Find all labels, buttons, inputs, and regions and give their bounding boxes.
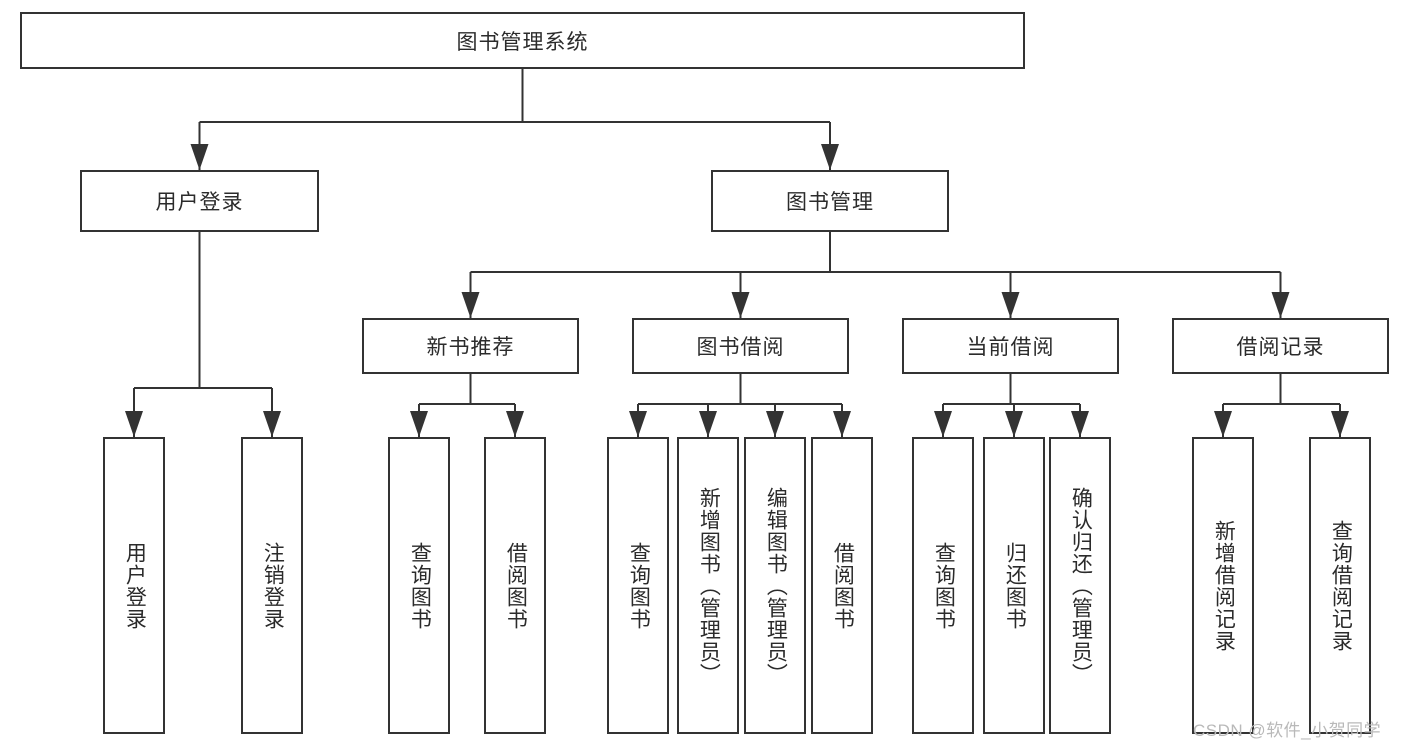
node-leaf-add-borrow-record[interactable]: 新增借阅记录 bbox=[1192, 437, 1254, 734]
node-leaf-query-book-3[interactable]: 查询图书 bbox=[912, 437, 974, 734]
node-leaf-return-book[interactable]: 归还图书 bbox=[983, 437, 1045, 734]
node-label: 注销登录 bbox=[261, 541, 285, 630]
node-label: 新增图书（管理员） bbox=[697, 486, 721, 685]
node-label: 查询借阅记录 bbox=[1329, 519, 1353, 652]
node-leaf-borrow-book-1[interactable]: 借阅图书 bbox=[484, 437, 546, 734]
node-label: 借阅图书 bbox=[831, 541, 855, 630]
node-leaf-add-book-admin[interactable]: 新增图书（管理员） bbox=[677, 437, 739, 734]
node-book-borrow[interactable]: 图书借阅 bbox=[632, 318, 849, 374]
csdn-watermark: CSDN @软件_小贺同学 bbox=[1193, 721, 1382, 740]
node-label: 查询图书 bbox=[408, 541, 432, 630]
node-label: 编辑图书（管理员） bbox=[764, 486, 788, 685]
node-book-manage[interactable]: 图书管理 bbox=[711, 170, 949, 232]
node-leaf-user-login[interactable]: 用户登录 bbox=[103, 437, 165, 734]
node-leaf-user-logout[interactable]: 注销登录 bbox=[241, 437, 303, 734]
node-label: 新增借阅记录 bbox=[1212, 519, 1236, 652]
node-label: 归还图书 bbox=[1003, 541, 1027, 630]
node-label: 借阅记录 bbox=[1236, 336, 1325, 359]
node-label: 借阅图书 bbox=[504, 541, 528, 630]
node-label: 图书管理系统 bbox=[456, 30, 589, 54]
node-label: 确认归还（管理员） bbox=[1069, 486, 1093, 685]
node-label: 图书管理 bbox=[786, 191, 874, 214]
node-leaf-borrow-book-2[interactable]: 借阅图书 bbox=[811, 437, 873, 734]
node-leaf-query-borrow-record[interactable]: 查询借阅记录 bbox=[1309, 437, 1371, 734]
node-label: 新书推荐 bbox=[426, 336, 515, 359]
node-leaf-query-book-1[interactable]: 查询图书 bbox=[388, 437, 450, 734]
node-label: 图书借阅 bbox=[696, 336, 785, 359]
node-label: 用户登录 bbox=[155, 191, 244, 214]
node-label: 查询图书 bbox=[627, 541, 651, 630]
node-borrow-record[interactable]: 借阅记录 bbox=[1172, 318, 1389, 374]
node-label: 查询图书 bbox=[932, 541, 956, 630]
node-label: 当前借阅 bbox=[966, 336, 1055, 359]
node-leaf-query-book-2[interactable]: 查询图书 bbox=[607, 437, 669, 734]
node-leaf-edit-book-admin[interactable]: 编辑图书（管理员） bbox=[744, 437, 806, 734]
node-user-login[interactable]: 用户登录 bbox=[80, 170, 319, 232]
node-root[interactable]: 图书管理系统 bbox=[20, 12, 1025, 69]
node-label: 用户登录 bbox=[123, 541, 147, 630]
node-leaf-confirm-return-admin[interactable]: 确认归还（管理员） bbox=[1049, 437, 1111, 734]
node-new-book-rec[interactable]: 新书推荐 bbox=[362, 318, 579, 374]
node-current-borrow[interactable]: 当前借阅 bbox=[902, 318, 1119, 374]
